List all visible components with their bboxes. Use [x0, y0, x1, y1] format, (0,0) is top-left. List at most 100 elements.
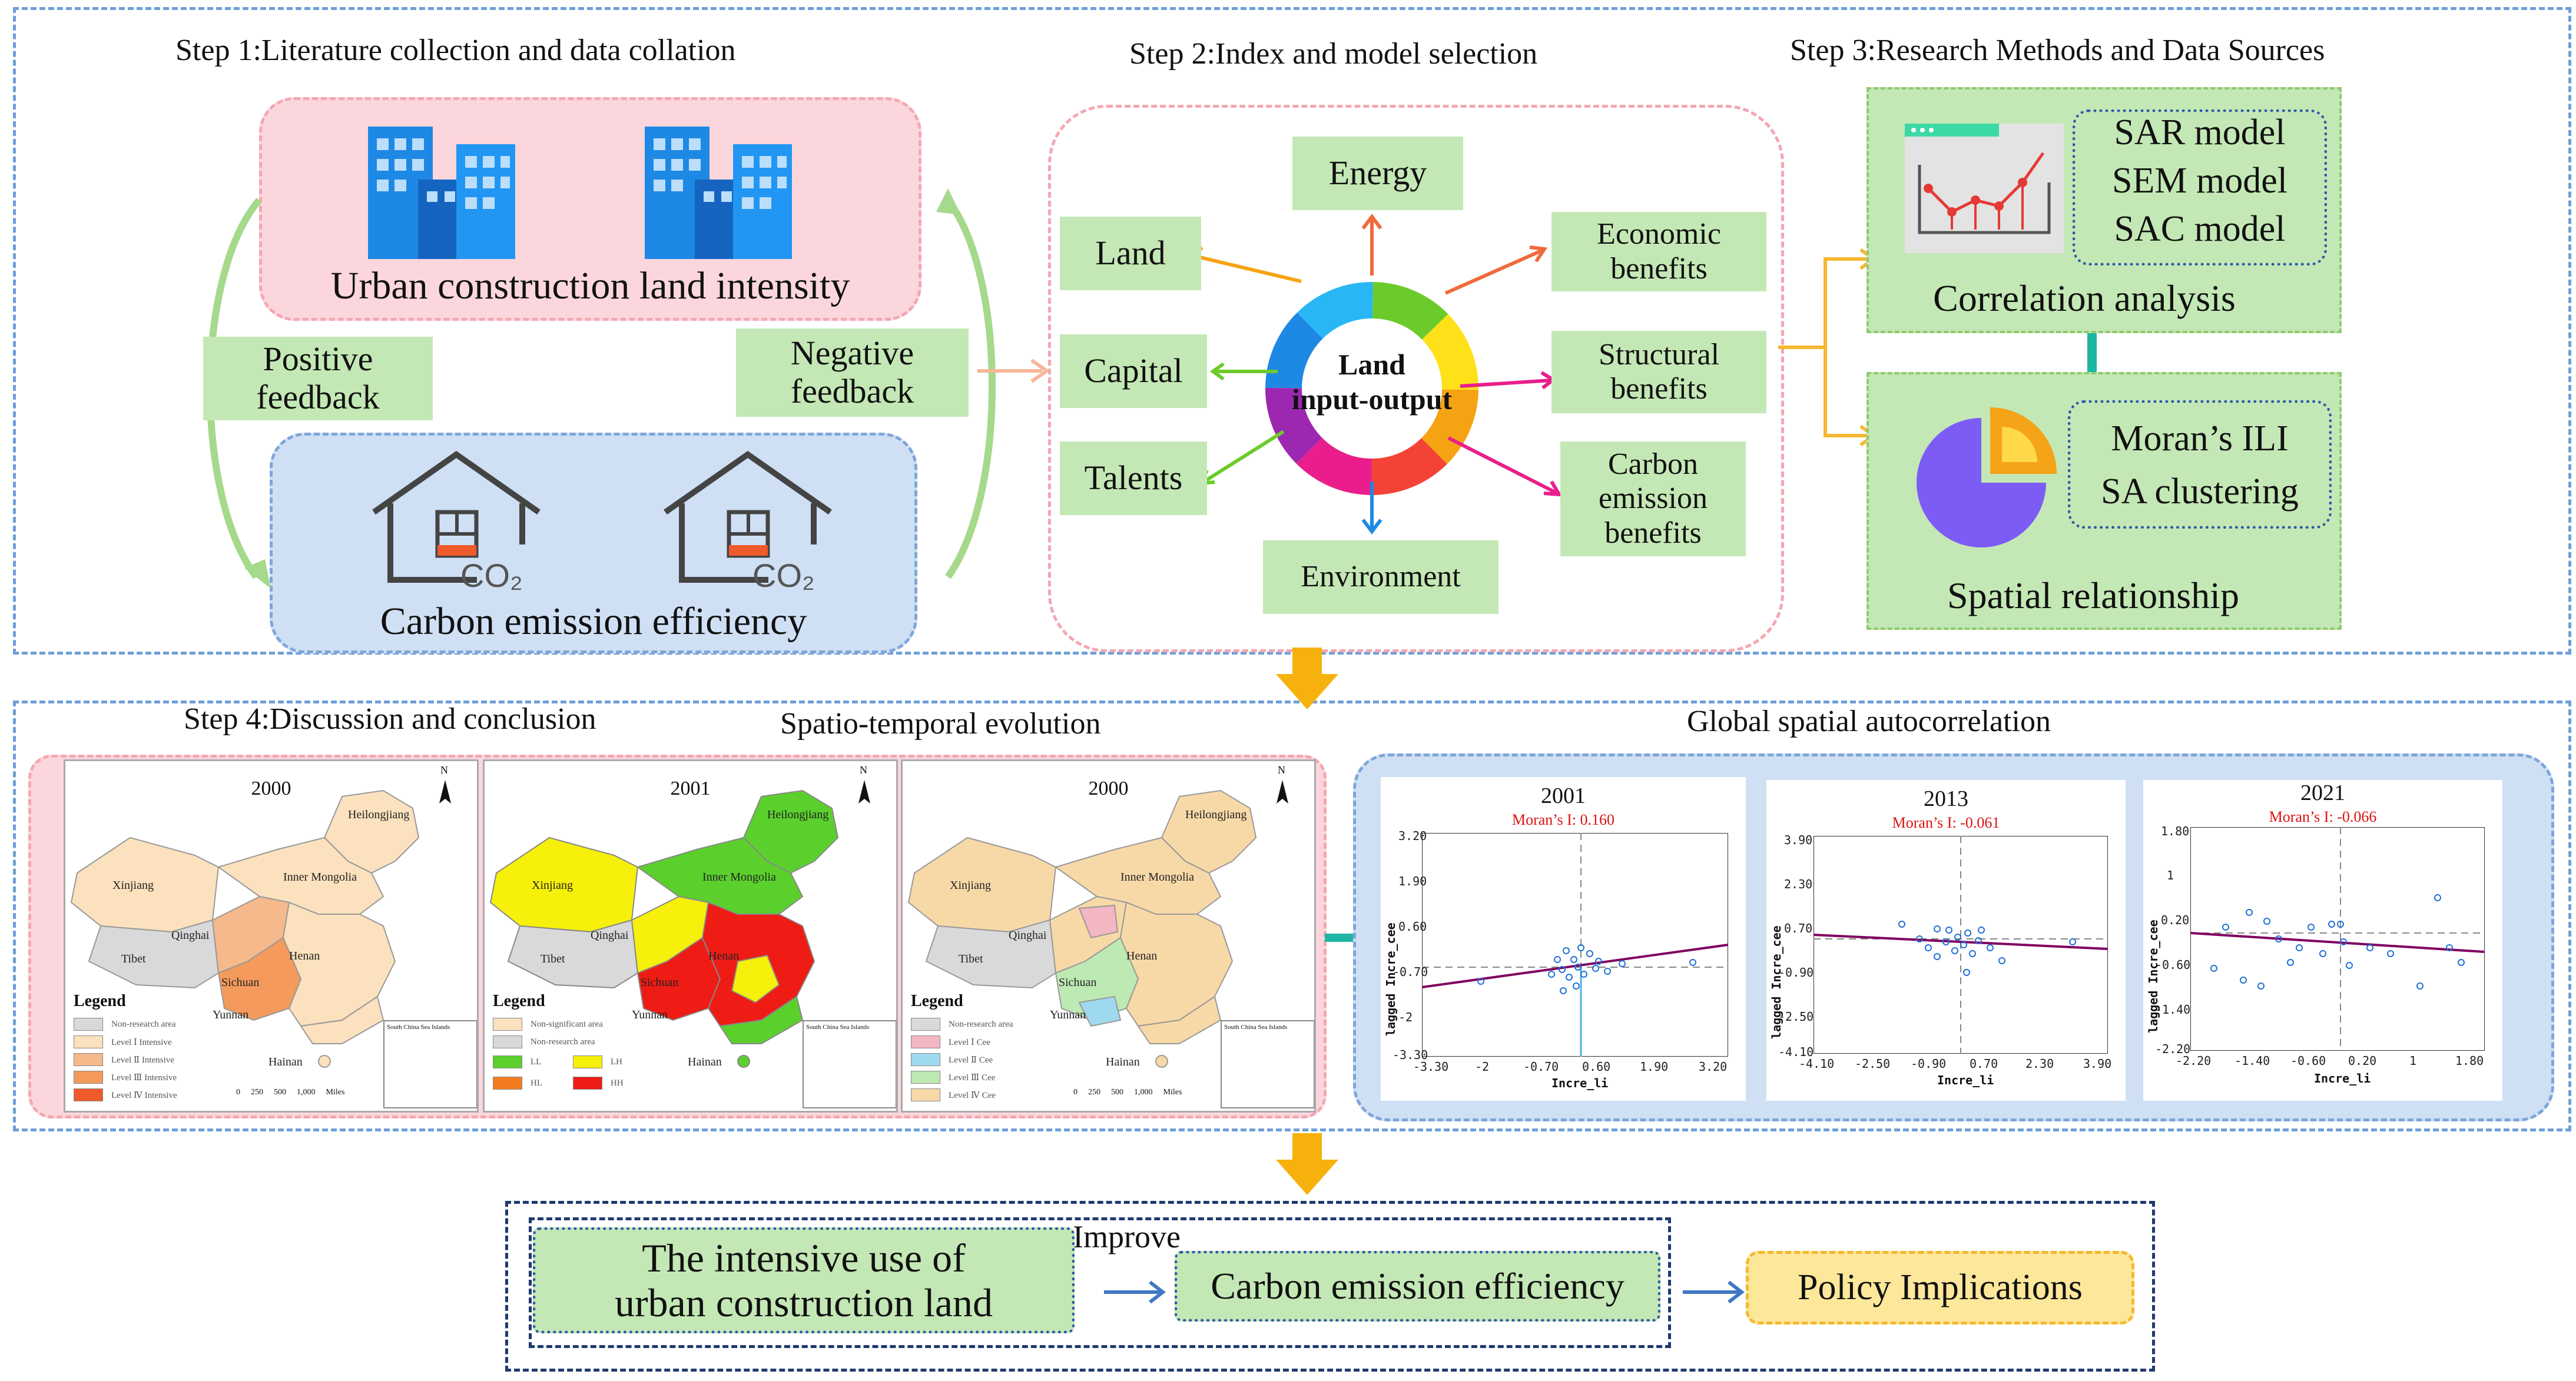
morans-i-value: Moran’s I: -0.061 [1892, 814, 2000, 831]
province-label: Qinghai [591, 929, 629, 942]
province-label: Inner Mongolia [283, 871, 357, 884]
arrow-right [1683, 1280, 1745, 1304]
legend-item: Level Ⅰ Cee [911, 1035, 990, 1048]
house-co2-icon [664, 450, 832, 583]
x-tick: -2.20 [2176, 1054, 2212, 1068]
map-year: 2000 [251, 778, 291, 799]
map-2000-cee: 2000 N Legend Non-research area Level Ⅰ … [901, 759, 1316, 1113]
province-label: Yunnan [1050, 1008, 1086, 1021]
x-tick: 0.60 [1582, 1060, 1611, 1074]
carbon-efficiency-panel [270, 433, 917, 653]
y-tick: -2 [1398, 1010, 1413, 1024]
inset-map: South China Sea Islands [803, 1020, 896, 1108]
legend-title: Legend [493, 992, 545, 1010]
x-tick: -2.50 [1855, 1057, 1891, 1071]
province-label: Xinjiang [532, 879, 573, 892]
scatter-plot [2190, 827, 2485, 1051]
map-2000-intensity: 2000 N Legend Non-research area Level Ⅰ … [64, 759, 479, 1113]
line-chart-icon [1905, 124, 2064, 253]
north-label: N [440, 764, 448, 776]
inset-map: South China Sea Islands [1221, 1020, 1314, 1108]
north-label: N [860, 764, 867, 776]
x-tick: -4.10 [1799, 1057, 1835, 1071]
arrow-step2-to-step3 [1778, 248, 1877, 447]
province-label: Heilongjiang [348, 808, 410, 821]
sa-clustering-label: SA clustering [2101, 472, 2299, 512]
down-arrow [1276, 648, 1338, 709]
north-arrow-icon [858, 780, 870, 804]
province-label: Tibet [121, 952, 146, 965]
province-label: Sichuan [221, 976, 260, 989]
energy-box: Energy [1292, 137, 1463, 210]
y-axis-label: lagged Incre_cee [2146, 919, 2160, 1033]
pie-chart-icon [1917, 407, 2057, 547]
province-label: Henan [1126, 950, 1158, 962]
china-map [70, 789, 420, 1068]
province-label: Qinghai [171, 929, 210, 942]
province-label: Hainan [688, 1055, 722, 1068]
x-tick: -0.60 [2290, 1054, 2326, 1068]
x-axis-label: Incre_li [2314, 1071, 2371, 1085]
province-label: Inner Mongolia [702, 871, 776, 884]
output-economic-box: Economic benefits [1551, 212, 1766, 291]
x-tick: -1.40 [2234, 1054, 2270, 1068]
output-structural-box: Structural benefits [1551, 331, 1766, 413]
y-tick: -0.70 [1393, 965, 1428, 979]
province-label: Henan [708, 950, 740, 962]
x-tick: -0.90 [1911, 1057, 1947, 1071]
environment-box: Environment [1263, 540, 1498, 614]
step1-title: Step 1:Literature collection and data co… [175, 34, 736, 67]
legend-item: Level Ⅳ Cee [911, 1088, 996, 1101]
x-tick: 0.20 [2348, 1054, 2377, 1068]
connector-teal [2087, 333, 2097, 372]
legend-item: Level Ⅳ Intensive [74, 1088, 177, 1101]
positive-feedback-box: Positive feedback [203, 337, 433, 420]
moran-scatter-2013: 2013 Moran’s I: -0.061 3.90 2.30 0.70 -0… [1766, 780, 2126, 1101]
inset-map: South China Sea Islands [383, 1020, 477, 1108]
y-tick: 1.90 [1398, 874, 1427, 888]
province-label: Tibet [541, 952, 565, 965]
y-axis-label: lagged Incre_cee [1384, 922, 1398, 1036]
china-map [907, 789, 1257, 1068]
co2-label: CO₂ [460, 557, 523, 594]
legend-item: Non-research area [74, 1018, 176, 1031]
spatial-relationship-label: Spatial relationship [1947, 575, 2239, 616]
y-tick: 0.70 [1784, 921, 1813, 935]
map-year: 2000 [1088, 778, 1129, 799]
land-input-output-label: Land input-output [1291, 348, 1453, 416]
scatter-year: 2013 [1924, 786, 1968, 811]
inset-label: South China Sea Islands [387, 1024, 450, 1031]
province-label: Xinjiang [112, 879, 154, 892]
x-tick: -3.30 [1413, 1060, 1449, 1074]
china-map [489, 789, 839, 1068]
province-label: Sichuan [1059, 976, 1097, 989]
improve-label: Improve [1073, 1219, 1181, 1254]
spatio-temporal-title: Spatio-temporal evolution [780, 707, 1101, 741]
inset-label: South China Sea Islands [806, 1024, 870, 1031]
connector-teal [1325, 934, 1355, 942]
bottom-frame-inner [529, 1217, 1671, 1348]
north-arrow-icon [439, 780, 451, 804]
moran-scatter-2021: 2021 Moran’s I: -0.066 1.80 1 0.20 -0.60… [2143, 780, 2502, 1101]
global-autocorrelation-title: Global spatial autocorrelation [1687, 705, 2051, 738]
legend-item: HH [573, 1077, 624, 1090]
arrow-right [1104, 1280, 1166, 1304]
x-tick: 1.80 [2455, 1054, 2484, 1068]
legend-title: Legend [911, 992, 963, 1010]
legend-item: Level Ⅰ Intensive [74, 1035, 172, 1048]
legend-item: LL [493, 1055, 541, 1068]
y-tick: -1.40 [2155, 1002, 2191, 1017]
x-tick: 2.30 [2025, 1057, 2054, 1071]
scatter-plot [1422, 833, 1728, 1057]
y-tick: -4.10 [1778, 1045, 1814, 1059]
moran-box [2068, 400, 2332, 529]
province-label: Heilongjiang [767, 808, 829, 821]
top-section-frame [13, 7, 2571, 655]
house-co2-icon [372, 450, 541, 583]
correlation-analysis-label: Correlation analysis [1933, 277, 2236, 319]
step2-title: Step 2:Index and model selection [1129, 37, 1538, 71]
y-tick: 1.80 [2161, 824, 2190, 838]
bottom-frame-outer [505, 1201, 2155, 1372]
intensive-use-box: The intensive use of urban construction … [533, 1227, 1075, 1333]
